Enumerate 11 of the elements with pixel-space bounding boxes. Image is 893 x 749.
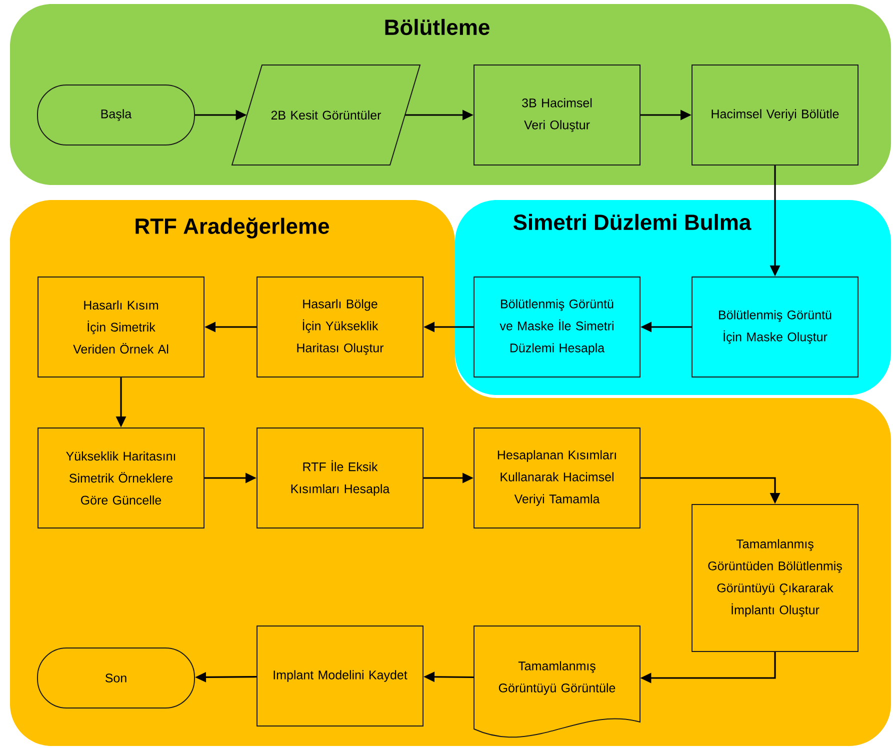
process-box: RTF İle Eksik Kısımları Hesapla (256, 428, 424, 528)
process-box: Implant Modelini Kaydet (256, 626, 424, 726)
process-box: Hasarlı Kısım İçin Simetrik Veriden Örnek Al (38, 276, 204, 378)
process-box: Hesaplanan Kısımları Kullanarak Hacimsel Veriyi Tamamla (474, 428, 640, 528)
process-box: Tamamlanmış Görüntüden Bölütlenmiş Görüntüyü Çıkararak İmplantı Oluştur (692, 504, 859, 652)
process-box: Yükseklik Haritasını Simetrik Örneklere Göre Güncelle (38, 428, 204, 528)
process-box: 3B Hacimsel Veri Oluştur (474, 64, 640, 166)
process-box: Bölütlenmiş Görüntü İçin Maske Oluştur (692, 276, 859, 378)
process-box: Hasarlı Bölge İçin Yükseklik Haritası Oluştur (256, 276, 424, 378)
process-box: Bölütlenmiş Görüntü ve Maske İle Simetri Düzlemi Hesapla (474, 276, 640, 378)
process-box: Hacimsel Veriyi Bölütle (692, 64, 859, 166)
